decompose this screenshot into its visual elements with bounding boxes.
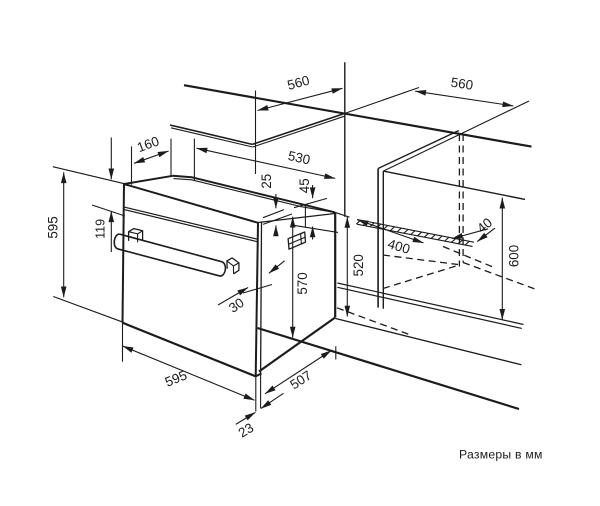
svg-text:Размеры в мм: Размеры в мм — [459, 448, 543, 462]
svg-text:30: 30 — [226, 295, 247, 316]
svg-text:530: 530 — [287, 148, 312, 167]
svg-text:40: 40 — [474, 215, 495, 236]
svg-text:160: 160 — [135, 133, 161, 155]
svg-text:23: 23 — [236, 420, 257, 441]
svg-text:25: 25 — [259, 174, 274, 189]
svg-text:560: 560 — [450, 75, 474, 93]
svg-text:400: 400 — [386, 236, 412, 257]
svg-text:595: 595 — [45, 216, 60, 238]
svg-text:570: 570 — [295, 272, 310, 294]
svg-text:507: 507 — [287, 368, 314, 393]
svg-text:560: 560 — [286, 73, 311, 93]
svg-text:520: 520 — [351, 254, 366, 276]
svg-text:595: 595 — [163, 367, 189, 389]
svg-text:600: 600 — [506, 245, 521, 267]
svg-text:45: 45 — [297, 178, 312, 193]
svg-text:119: 119 — [94, 219, 108, 239]
